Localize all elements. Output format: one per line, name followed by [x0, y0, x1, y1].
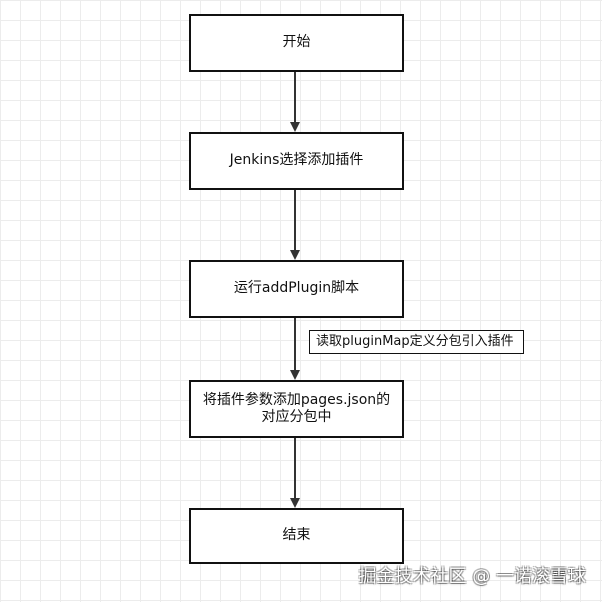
- end-node-label: 结束: [282, 527, 311, 544]
- start-node-label: 开始: [282, 34, 311, 51]
- end-node: 结束: [189, 508, 404, 564]
- process-annotation: 读取pluginMap定义分包引入插件: [309, 330, 524, 354]
- run-script-node-label: 运行addPlugin脚本: [233, 280, 360, 297]
- process-annotation-label: 读取pluginMap定义分包引入插件: [316, 334, 514, 349]
- add-to-pages-json-node: 将插件参数添加pages.json的对应分包中: [189, 380, 404, 438]
- select-plugin-node-label: Jenkins选择添加插件: [229, 152, 364, 169]
- start-node: 开始: [189, 14, 404, 72]
- watermark-text: 掘金技术社区 @ 一诺滚雪球: [358, 566, 586, 587]
- add-to-pages-json-node-label: 将插件参数添加pages.json的对应分包中: [202, 391, 391, 426]
- select-plugin-node: Jenkins选择添加插件: [189, 132, 404, 190]
- run-script-node: 运行addPlugin脚本: [189, 260, 404, 318]
